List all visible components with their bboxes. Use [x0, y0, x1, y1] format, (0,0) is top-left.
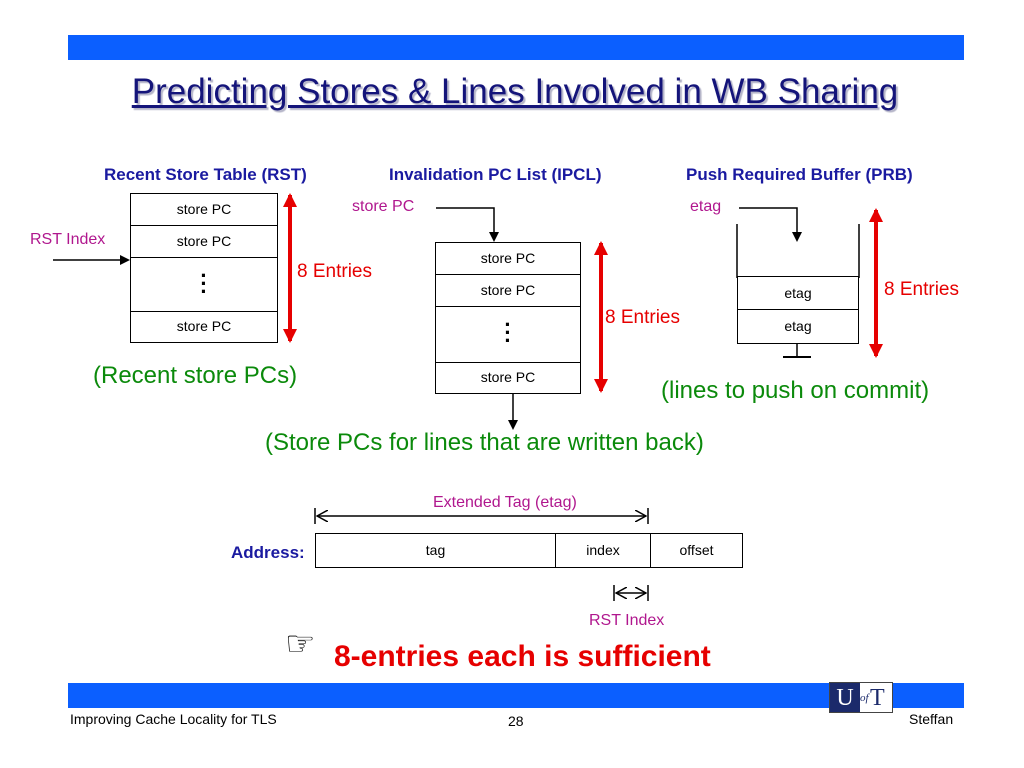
address-field-tag: tag [316, 534, 556, 567]
ipcl-table: store PC store PC ··· store PC [435, 242, 581, 394]
pointing-hand-icon: ☞ [285, 625, 316, 663]
rst-size-label: 8 Entries [297, 261, 372, 282]
rst-caption: (Recent store PCs) [93, 362, 298, 389]
address-field-index: index [556, 534, 651, 567]
address-field-offset: offset [679, 542, 714, 558]
address-fields: tag index offset [315, 533, 743, 568]
footer-right: Steffan [909, 711, 954, 727]
footer-left: Improving Cache Locality for TLS [70, 711, 277, 727]
ipcl-heading: Invalidation PC List (IPCL) [389, 165, 602, 184]
prb-size-label: 8 Entries [884, 279, 959, 300]
logo-u: U [830, 683, 860, 712]
ipcl-input-label: store PC [352, 198, 415, 215]
rst-row: store PC [176, 318, 232, 334]
address-label: Address: [231, 543, 305, 562]
prb-row: etag [784, 318, 812, 334]
sufficient-note: 8-entries each is sufficient [334, 640, 711, 673]
bottom-banner-bar [68, 683, 964, 708]
prb-input-arrow [739, 207, 802, 242]
ipcl-size-label: 8 Entries [605, 307, 680, 328]
prb-row: etag [738, 277, 858, 310]
prb-buffer: etag etag [737, 276, 859, 344]
ipcl-input-arrow [436, 207, 499, 242]
address-rst-index-label: RST Index [589, 612, 665, 629]
rst-row: store PC [131, 226, 277, 258]
university-logo: U of T [829, 682, 893, 713]
ipcl-caption: (Store PCs for lines that are written ba… [265, 429, 704, 456]
ipcl-ellipsis: ··· [436, 307, 580, 363]
ipcl-row: store PC [480, 369, 536, 385]
rst-row: store PC [131, 194, 277, 226]
ipcl-row: store PC [436, 275, 580, 307]
prb-input-label: etag [690, 198, 722, 215]
prb-caption: (lines to push on commit) [661, 377, 930, 404]
page-number: 28 [508, 713, 524, 729]
rst-table: store PC store PC ··· store PC [130, 193, 278, 343]
ipcl-row: store PC [436, 243, 580, 275]
rst-heading: Recent Store Table (RST) [104, 165, 307, 184]
logo-of: of [860, 692, 869, 704]
logo-t: T [870, 685, 885, 711]
etag-label: Extended Tag (etag) [433, 494, 577, 511]
slide-title: Predicting Stores & Lines Involved in WB… [131, 72, 899, 111]
top-banner-bar [68, 35, 964, 60]
prb-heading: Push Required Buffer (PRB) [686, 165, 913, 184]
rst-index-label: RST Index [30, 231, 106, 248]
rst-ellipsis: ··· [131, 258, 277, 312]
